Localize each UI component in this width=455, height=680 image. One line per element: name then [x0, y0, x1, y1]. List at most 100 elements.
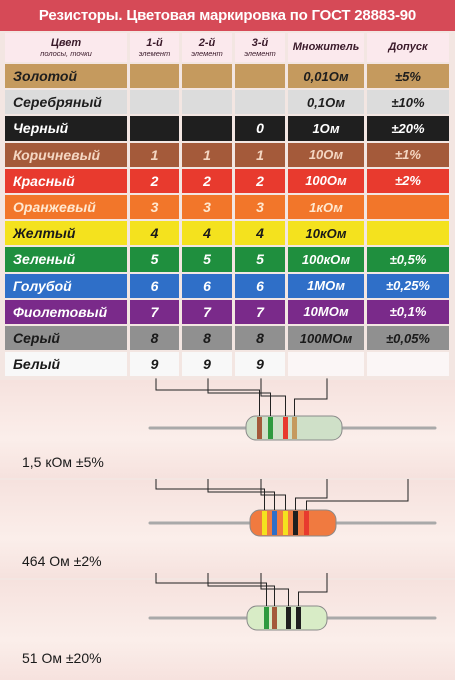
multiplier-cell: 10кОм — [288, 221, 364, 246]
column-header-sublabel: элемент — [244, 48, 276, 58]
color-name-cell: Серебряный — [5, 90, 127, 115]
column-header-label: 1-й — [146, 36, 163, 49]
resistor-band — [272, 511, 277, 535]
second-digit-cell: 1 — [182, 142, 232, 167]
tolerance-cell — [367, 195, 449, 220]
multiplier-cell — [288, 352, 364, 377]
second-digit-cell: 7 — [182, 299, 232, 324]
second-digit-cell: 6 — [182, 273, 232, 298]
leader-line — [260, 573, 289, 606]
column-header-label: Цвет — [50, 36, 82, 49]
leader-line — [155, 573, 267, 606]
third-digit-cell: 3 — [235, 195, 285, 220]
multiplier-cell: 100кОм — [288, 247, 364, 272]
resistor-band — [262, 511, 267, 535]
resistor-band — [257, 417, 262, 439]
leader-line — [295, 479, 328, 510]
leader-line — [207, 573, 275, 606]
color-name-cell: Черный — [5, 116, 127, 141]
column-header-label: 2-й — [198, 36, 216, 49]
example-panel — [0, 480, 455, 578]
multiplier-cell: 10МОм — [288, 299, 364, 324]
first-digit-cell: 7 — [130, 299, 179, 324]
example-panel — [0, 580, 455, 680]
third-digit-cell: 8 — [235, 326, 285, 351]
first-digit-cell: 6 — [130, 273, 179, 298]
second-digit-cell — [182, 116, 232, 141]
column-header-label: 3-й — [251, 36, 269, 49]
column-header-sublabel: полосы, точки — [40, 48, 92, 58]
example-label: 464 Ом ±2% — [22, 553, 102, 569]
resistor-band — [292, 417, 297, 439]
third-digit-cell: 0 — [235, 116, 285, 141]
color-name-cell: Фиолетовый — [5, 299, 127, 324]
first-digit-cell — [130, 116, 179, 141]
example-label: 1,5 кОм ±5% — [22, 454, 104, 470]
second-digit-cell: 9 — [182, 352, 232, 377]
tolerance-cell: ±2% — [367, 168, 449, 193]
first-digit-cell: 4 — [130, 221, 179, 246]
color-name-cell: Белый — [5, 352, 127, 377]
multiplier-cell: 100МОм — [288, 326, 364, 351]
third-digit-cell: 9 — [235, 352, 285, 377]
column-header-label: Допуск — [388, 41, 428, 53]
multiplier-cell: 1МОм — [288, 273, 364, 298]
column-header-label: Множитель — [292, 41, 360, 53]
tolerance-cell — [367, 352, 449, 377]
resistor-band — [293, 511, 298, 535]
third-digit-cell: 1 — [235, 142, 285, 167]
tolerance-cell: ±20% — [367, 116, 449, 141]
tolerance-cell: ±0,25% — [367, 273, 449, 298]
page-title: Резисторы. Цветовая маркировка по ГОСТ 2… — [0, 0, 455, 31]
color-name-cell: Золотой — [5, 64, 127, 89]
leader-line — [260, 378, 286, 416]
tolerance-cell: ±1% — [367, 142, 449, 167]
multiplier-cell: 10Ом — [288, 142, 364, 167]
resistor-band — [296, 607, 301, 629]
tolerance-cell: ±5% — [367, 64, 449, 89]
resistor-band — [304, 511, 309, 535]
resistor-band — [286, 607, 291, 629]
third-digit-cell: 4 — [235, 221, 285, 246]
resistor-band — [272, 607, 277, 629]
example-label: 51 Ом ±20% — [22, 650, 102, 666]
color-name-cell: Желтый — [5, 221, 127, 246]
leader-line — [207, 378, 271, 416]
first-digit-cell: 1 — [130, 142, 179, 167]
second-digit-cell — [182, 64, 232, 89]
column-header: Допуск — [367, 33, 449, 62]
second-digit-cell: 5 — [182, 247, 232, 272]
resistor-band — [268, 417, 273, 439]
tolerance-cell: ±0,05% — [367, 326, 449, 351]
third-digit-cell — [235, 90, 285, 115]
second-digit-cell: 8 — [182, 326, 232, 351]
tolerance-cell: ±0,1% — [367, 299, 449, 324]
third-digit-cell — [235, 64, 285, 89]
leader-line — [207, 479, 275, 510]
color-name-cell: Серый — [5, 326, 127, 351]
first-digit-cell — [130, 90, 179, 115]
first-digit-cell: 9 — [130, 352, 179, 377]
resistor-band — [264, 607, 269, 629]
first-digit-cell: 3 — [130, 195, 179, 220]
multiplier-cell: 1кОм — [288, 195, 364, 220]
leader-line — [155, 479, 265, 510]
resistor-band — [283, 417, 288, 439]
leader-line — [294, 378, 328, 416]
first-digit-cell: 5 — [130, 247, 179, 272]
color-name-cell: Коричневый — [5, 142, 127, 167]
column-header: Множитель — [288, 33, 364, 62]
second-digit-cell: 4 — [182, 221, 232, 246]
first-digit-cell: 8 — [130, 326, 179, 351]
tolerance-cell: ±0,5% — [367, 247, 449, 272]
multiplier-cell: 100Ом — [288, 168, 364, 193]
second-digit-cell: 2 — [182, 168, 232, 193]
resistor-band — [283, 511, 288, 535]
column-header-sublabel: элемент — [138, 48, 171, 58]
leader-line — [306, 479, 409, 510]
